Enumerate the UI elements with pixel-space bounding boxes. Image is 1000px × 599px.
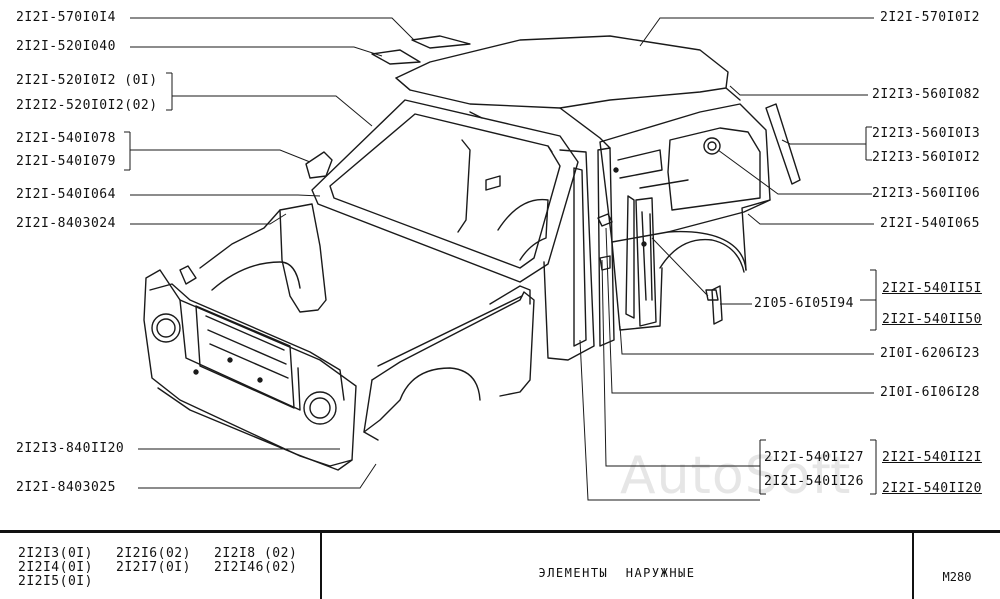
part-label-roof-panel: 2I2I-570I0I2 [880, 10, 980, 25]
part-label-a-pillar-127: 2I2I-540II27 [764, 450, 864, 465]
leader-lines [124, 17, 877, 501]
part-label-filler-neck-housing: 2I2I3-560II06 [872, 186, 981, 201]
part-label-lock-striker: 2I05-6I05I94 [754, 296, 854, 311]
part-label-pillar-150: 2I2I-540II50 [882, 312, 982, 327]
part-label-pillar-151: 2I2I-540II5I [882, 281, 982, 296]
model-code: 2I2I3(0I) [18, 546, 93, 561]
model-code: 2I2I46(02) [214, 560, 298, 575]
part-label-rear-side-panel: 2I2I-540I065 [880, 216, 980, 231]
car-body-drawing [143, 35, 801, 471]
model-code: 2I2I7(0I) [116, 560, 191, 575]
part-label-a-pillar-121: 2I2I-540II2I [882, 450, 982, 465]
part-label-a-pillar-126: 2I2I-540II26 [764, 474, 864, 489]
part-label-door-stop: 2I0I-6I06I28 [880, 385, 980, 400]
model-list: 2I2I3(0I)2I2I6(02)2I2I8 (02) 2I2I4(0I)2I… [0, 533, 322, 599]
part-label-windshield-frame-02: 2I2I2-520I0I2(02) [16, 98, 158, 113]
part-label-quarter-trim-012: 2I2I3-560I0I2 [872, 150, 981, 165]
part-label-a-pillar-120: 2I2I-540II20 [882, 481, 982, 496]
part-label-windshield-frame-01: 2I2I-520I0I2 (0I) [16, 73, 158, 88]
model-code: 2I2I8 (02) [214, 546, 298, 561]
part-label-quarter-trim-013: 2I2I3-560I0I3 [872, 126, 981, 141]
part-label-roof-rail-trim: 2I2I-520I040 [16, 39, 116, 54]
watermark: AutoSoft [620, 446, 852, 506]
title-block: 2I2I3(0I)2I2I6(02)2I2I8 (02) 2I2I4(0I)2I… [0, 530, 1000, 599]
sheet-title: ЭЛЕМЕНТЫ НАРУЖНЫЕ [322, 533, 914, 599]
part-label-front-panel: 2I2I3-840II20 [16, 441, 125, 456]
part-label-rear-quarter-upper: 2I2I3-560I082 [872, 87, 981, 102]
model-code: 2I2I6(02) [116, 546, 191, 561]
part-label-dash-panel: 2I2I-540I064 [16, 187, 116, 202]
part-label-roof-rail-left: 2I2I-570I0I4 [16, 10, 116, 25]
model-code: 2I2I5(0I) [18, 574, 93, 589]
part-label-hinge-plate-078: 2I2I-540I078 [16, 131, 116, 146]
model-code: 2I2I4(0I) [18, 560, 93, 575]
part-label-hinge-plate-079: 2I2I-540I079 [16, 154, 116, 169]
sheet-code: M280 [942, 570, 972, 584]
part-label-door-seal: 2I0I-6206I23 [880, 346, 980, 361]
part-label-right-fender-apron: 2I2I-8403025 [16, 480, 116, 495]
part-label-left-fender-apron: 2I2I-8403024 [16, 216, 116, 231]
